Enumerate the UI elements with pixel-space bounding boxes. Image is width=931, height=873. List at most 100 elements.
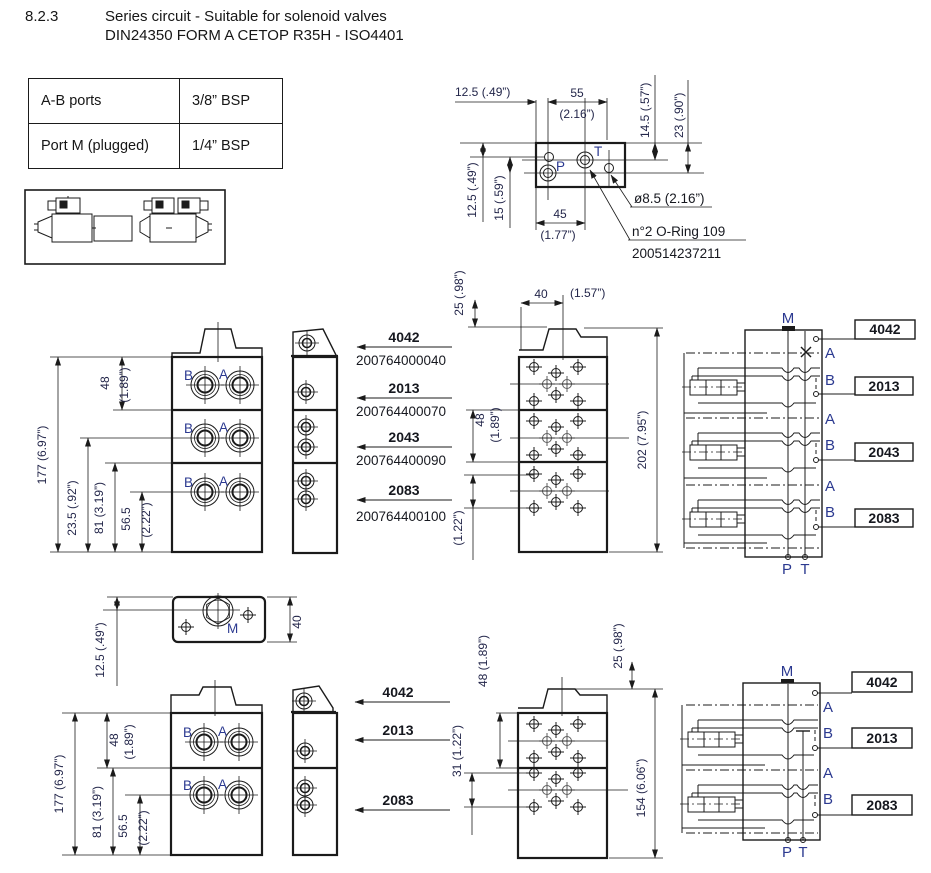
m-port-view: 12.5 (.49”) 40 M — [93, 593, 304, 686]
port-b-label: B — [184, 368, 193, 383]
model-callout: 2013 — [382, 722, 413, 738]
port-a-label: A — [825, 478, 835, 495]
dim-81: 81 (3.19”) — [90, 786, 104, 838]
dim-45-inch: (1.77”) — [540, 228, 575, 242]
model-callout: 4042 — [382, 684, 413, 700]
port-p-label: P — [782, 561, 792, 578]
port-a-label: A — [219, 367, 228, 382]
port-m-label: M — [227, 621, 238, 636]
port-a-label: A — [825, 411, 835, 428]
hydraulic-schematic-3: M — [682, 310, 916, 578]
port-b-label: B — [825, 437, 835, 454]
dim-31: 31 (1.22”) — [450, 725, 464, 777]
dim-48: 48 (1.89”) — [476, 635, 490, 687]
top-view-2-station: 48 (1.89”) 25 (.98”) 31 (1.22”) 154 (6.0… — [450, 623, 663, 860]
dim-177: 177 (6.97”) — [35, 426, 49, 485]
port-m-label: M — [781, 663, 794, 680]
port-a-label: A — [823, 765, 833, 782]
dim-56-5-inch: (2.22”) — [139, 502, 153, 537]
schematic-model-box: 2013 — [866, 730, 897, 746]
dim-12-5-top: 12.5 (.49”) — [455, 85, 510, 99]
dim-177: 177 (6.97”) — [52, 755, 66, 814]
port-p-label: P — [782, 844, 792, 861]
valve-photos-box — [24, 189, 226, 265]
dim-48: 48 — [107, 733, 121, 747]
dim-15: 15 (.59”) — [492, 175, 506, 220]
dim-48-inch: (1.89”) — [488, 407, 502, 442]
port-t-label: T — [594, 144, 602, 159]
spec-value: 3/8” BSP — [179, 78, 283, 124]
table-row: Port M (plugged) 1/4” BSP — [28, 123, 283, 169]
dim-55: 55 — [570, 86, 584, 100]
port-b-label: B — [184, 421, 193, 436]
section-number: 8.2.3 — [25, 8, 59, 25]
model-callout: 2043 — [388, 429, 419, 445]
spec-table: A-B ports 3/8” BSP Port M (plugged) 1/4”… — [28, 78, 283, 169]
dim-1-22: (1.22”) — [451, 510, 465, 545]
part-code: 200764400090 — [356, 453, 446, 468]
dim-12-5-left: 12.5 (.49”) — [465, 162, 479, 217]
page-title: Series circuit - Suitable for solenoid v… — [105, 8, 387, 25]
schematic-model-box: 2013 — [868, 378, 899, 394]
dim-40: 40 — [534, 287, 548, 301]
note-part-code: 200514237211 — [632, 246, 721, 261]
dim-45: 45 — [553, 207, 567, 221]
port-b-label: B — [184, 475, 193, 490]
note-oring: n°2 O-Ring 109 — [632, 224, 725, 239]
model-callout: 2013 — [388, 380, 419, 396]
dim-12-5: 12.5 (.49”) — [93, 622, 107, 677]
schematic-model-box: 2083 — [866, 797, 897, 813]
dim-202: 202 (7.95”) — [635, 411, 649, 470]
side-view-3-station: 4042 200764000040 2013 200764400070 2043… — [291, 328, 452, 555]
table-row: A-B ports 3/8” BSP — [28, 78, 283, 124]
part-code: 200764400070 — [356, 404, 446, 419]
front-view-2-station: B A B A 177 (6.97”) 48 (1.89”) 81 (3.19”… — [52, 680, 264, 857]
port-m-label: M — [782, 310, 795, 327]
port-b-label: B — [825, 372, 835, 389]
port-t-label: T — [798, 844, 807, 861]
hydraulic-schematic-2: M — [680, 663, 913, 861]
port-p-label: P — [556, 159, 565, 174]
dim-25: 25 (.98”) — [452, 270, 466, 315]
model-callout: 4042 — [388, 329, 419, 345]
side-view-2-station: 4042 2013 2083 — [291, 684, 450, 857]
dim-40-inch: (1.57”) — [570, 286, 605, 300]
dim-154: 154 (6.06”) — [634, 759, 648, 818]
front-view-3-station: B A B A B A 177 (6.97”) 48 (1.89”) 23.5 … — [35, 322, 264, 554]
schematic-model-box: 2083 — [868, 510, 899, 526]
port-b-label: B — [823, 791, 833, 808]
dim-56-5: 56.5 — [119, 507, 133, 531]
part-code: 200764400100 — [356, 509, 446, 524]
port-a-label: A — [219, 474, 228, 489]
port-b-label: B — [825, 504, 835, 521]
dim-56-5: 56.5 — [116, 814, 130, 838]
dim-23-5: 23.5 (.92”) — [65, 480, 79, 535]
port-a-label: A — [219, 420, 228, 435]
model-callout: 2083 — [382, 792, 413, 808]
dim-48: 48 — [98, 376, 112, 390]
dim-48: 48 — [473, 413, 487, 427]
dim-48-inch: (1.89”) — [117, 367, 131, 402]
dim-81: 81 (3.19”) — [92, 482, 106, 534]
dim-55-inch: (2.16”) — [559, 107, 594, 121]
page-subtitle: DIN24350 FORM A CETOP R35H - ISO4401 — [105, 27, 404, 44]
port-b-label: B — [183, 725, 192, 740]
dim-23: 23 (.90”) — [672, 93, 686, 138]
dim-56-5-inch: (2.22”) — [136, 810, 150, 845]
port-b-label: B — [183, 778, 192, 793]
top-view-3-station: 40 (1.57”) 25 (.98”) 48 (1.89”) (1.22”) … — [451, 270, 663, 560]
dim-48-inch: (1.89”) — [122, 724, 136, 759]
mounting-interface-view: P T 12.5 (.49”) 55 (2.16”) 14.5 (.57”) 2… — [455, 75, 746, 261]
port-a-label: A — [823, 699, 833, 716]
port-a-label: A — [218, 724, 227, 739]
schematic-model-box: 4042 — [869, 321, 900, 337]
model-callout: 2083 — [388, 482, 419, 498]
note-hole-dia: ø8.5 (2.16”) — [634, 191, 705, 206]
spec-value: 1/4” BSP — [179, 123, 283, 169]
part-code: 200764000040 — [356, 353, 446, 368]
dim-25: 25 (.98”) — [611, 623, 625, 668]
port-t-label: T — [800, 561, 809, 578]
dim-14-5: 14.5 (.57”) — [638, 83, 652, 138]
